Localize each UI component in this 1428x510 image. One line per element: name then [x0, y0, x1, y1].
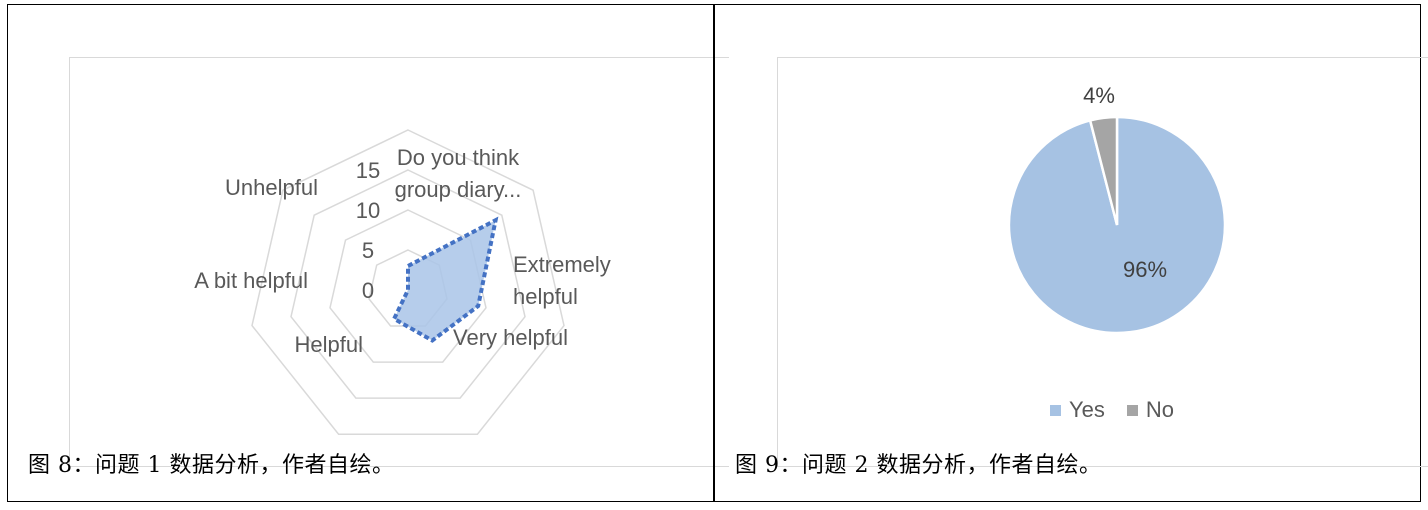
radar-chart-frame [69, 57, 729, 467]
pie-panel: 96% 4% Yes No 图 9：问题 2 数据分析，作者自绘。 [715, 5, 1428, 501]
radar-panel: 0 5 10 15 Do you think group diary... Extremel… [8, 5, 729, 501]
radar-category-label: group diary... [395, 177, 522, 202]
legend-swatch-no [1126, 404, 1138, 416]
radar-grid-ring [251, 129, 565, 435]
legend-label-no: No [1145, 397, 1175, 422]
radar-category-label: A bit helpful [194, 268, 308, 293]
table-divider [713, 5, 715, 501]
radar-tick-label: 0 [362, 278, 374, 303]
radar-category-label: Extremely [513, 252, 611, 277]
figure-table: 0 5 10 15 Do you think group diary... Extremel… [7, 4, 1428, 502]
radar-chart: 0 5 10 15 Do you think group diary... Extremel… [194, 129, 611, 435]
figure-8-caption: 图 8：问题 1 数据分析，作者自绘。 [28, 453, 395, 478]
radar-category-label: Helpful [295, 332, 363, 357]
pie-label-yes: 96% [1123, 257, 1167, 282]
radar-category-label: helpful [513, 284, 578, 309]
radar-series-area [391, 216, 499, 343]
pie-slice-no [1088, 115, 1119, 226]
legend-label-yes: Yes [1069, 397, 1105, 422]
radar-tick-label: 15 [356, 158, 380, 183]
pie-chart: 96% 4% [1007, 83, 1227, 335]
radar-category-label: Very helpful [453, 325, 568, 350]
figure-9-caption: 图 9：问题 2 数据分析，作者自绘。 [735, 453, 1102, 478]
legend-item-no: No [1126, 397, 1175, 423]
radar-tick-label: 10 [356, 198, 380, 223]
legend-item-yes: Yes [1050, 397, 1105, 423]
legend-swatch-yes [1050, 404, 1061, 416]
radar-tick-label: 5 [362, 238, 374, 263]
pie-label-no: 4% [1083, 83, 1115, 108]
radar-grid-ring [290, 169, 526, 399]
pie-legend: Yes No [1050, 397, 1186, 423]
pie-chart-frame [777, 57, 1428, 467]
radar-category-label: Unhelpful [225, 175, 318, 200]
radar-category-label: Do you think [397, 145, 520, 170]
